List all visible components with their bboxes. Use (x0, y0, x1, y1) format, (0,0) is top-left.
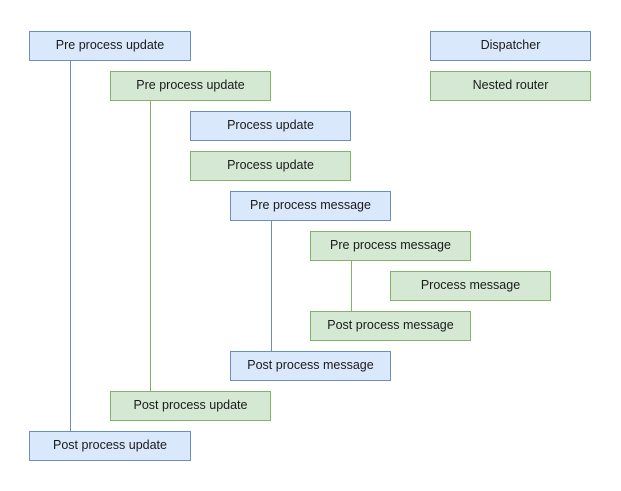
legend-dispatcher-label: Dispatcher (480, 38, 541, 53)
node-pre-process-update-dispatcher-label: Pre process update (55, 38, 165, 53)
node-process-message-router-label: Process message (420, 278, 521, 293)
node-pre-process-update-router-label: Pre process update (136, 78, 245, 93)
node-post-process-update-dispatcher[interactable]: Post process update (29, 431, 191, 461)
node-pre-process-message-dispatcher-label: Pre process message (250, 198, 371, 213)
node-pre-process-update-router[interactable]: Pre process update (110, 71, 271, 101)
node-process-update-router[interactable]: Process update (190, 151, 351, 181)
node-post-process-message-router-label: Post process message (327, 318, 454, 333)
node-process-update-dispatcher-label: Process update (227, 118, 314, 133)
edge-inner-router-lifeline (351, 261, 352, 311)
node-process-update-dispatcher[interactable]: Process update (190, 111, 351, 141)
edge-outer-router-lifeline (150, 101, 151, 391)
node-pre-process-message-router-label: Pre process message (330, 238, 451, 253)
legend-nested-router[interactable]: Nested router (430, 71, 591, 101)
node-post-process-message-router[interactable]: Post process message (310, 311, 471, 341)
edge-outer-dispatcher-lifeline (70, 61, 71, 431)
node-pre-process-update-dispatcher[interactable]: Pre process update (29, 31, 191, 61)
node-process-message-router[interactable]: Process message (390, 271, 551, 301)
node-post-process-message-dispatcher[interactable]: Post process message (230, 351, 391, 381)
node-process-update-router-label: Process update (227, 158, 314, 173)
node-pre-process-message-dispatcher[interactable]: Pre process message (230, 191, 391, 221)
node-pre-process-message-router[interactable]: Pre process message (310, 231, 471, 261)
node-post-process-update-dispatcher-label: Post process update (53, 438, 167, 453)
legend-nested-router-label: Nested router (472, 78, 549, 93)
legend-dispatcher[interactable]: Dispatcher (430, 31, 591, 61)
node-post-process-update-router-label: Post process update (133, 398, 248, 413)
edge-inner-dispatcher-lifeline (271, 221, 272, 351)
node-post-process-message-dispatcher-label: Post process message (247, 358, 374, 373)
node-post-process-update-router[interactable]: Post process update (110, 391, 271, 421)
